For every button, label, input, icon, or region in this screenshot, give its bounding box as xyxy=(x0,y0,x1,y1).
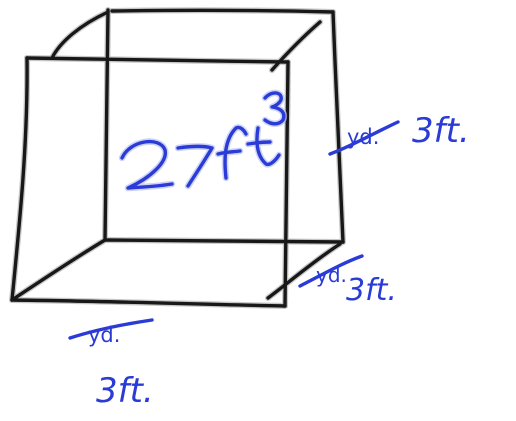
back-face-right-edge xyxy=(331,10,345,244)
depth-edge-annotation: yd. 3ft. xyxy=(298,254,397,308)
bottom-edge-strikethrough xyxy=(68,318,154,340)
back-face-left-edge xyxy=(103,8,110,242)
front-face-bottom-edge xyxy=(10,298,287,308)
connector-top-left xyxy=(50,10,110,60)
back-face-top-edge xyxy=(110,8,335,14)
right-edge-annotation: yd. 3ft. xyxy=(328,111,470,156)
cube-drawing xyxy=(9,7,346,309)
connector-top-right xyxy=(270,20,322,72)
front-face-right-edge xyxy=(283,60,290,308)
volume-label: 27 ft 3 xyxy=(118,89,287,192)
bottom-edge-value: 3ft. xyxy=(96,371,154,411)
front-face-left-edge xyxy=(10,56,29,302)
depth-edge-strikethrough xyxy=(298,254,364,288)
back-face-bottom-edge xyxy=(103,238,345,244)
depth-edge-value: 3ft. xyxy=(346,273,397,308)
connector-bottom-left xyxy=(10,238,107,302)
right-edge-strikethrough xyxy=(328,120,400,156)
connector-bottom-right xyxy=(266,242,342,300)
right-edge-value: 3ft. xyxy=(412,111,470,151)
front-face-top-edge xyxy=(25,56,290,64)
bottom-edge-annotation: yd. 3ft. xyxy=(68,318,154,411)
